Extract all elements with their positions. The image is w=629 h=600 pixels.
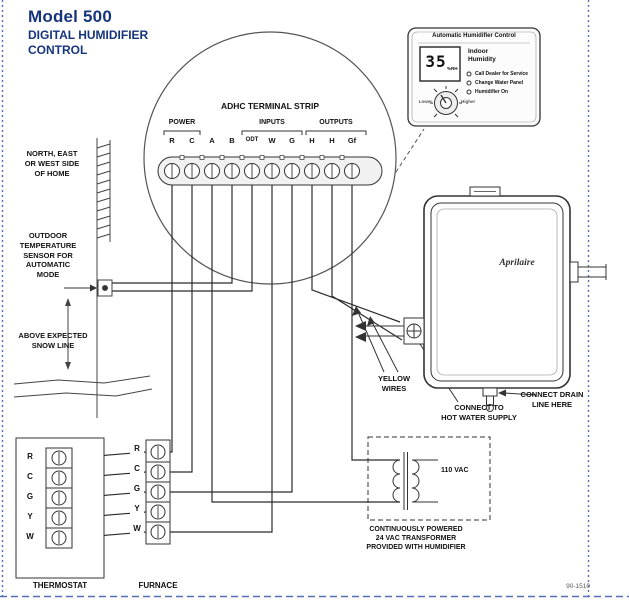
humidity-display-value: 35 bbox=[425, 52, 447, 71]
callout-110vac: 110 VAC bbox=[441, 467, 469, 474]
right-pipe-graphic bbox=[569, 261, 607, 283]
callout-hot-water: CONNECT TO HOT WATER SUPPLY bbox=[441, 403, 517, 422]
callout-transformer: CONTINUOUSLY POWERED 24 VAC TRANSFORMER … bbox=[366, 526, 466, 552]
wires bbox=[71, 185, 403, 539]
group-label-inputs: INPUTS bbox=[259, 119, 285, 126]
terminal-label-r: R bbox=[169, 136, 175, 145]
callout-drain: CONNECT DRAIN LINE HERE bbox=[520, 390, 584, 409]
group-label-outputs: OUTPUTS bbox=[319, 119, 353, 126]
indicator-label-humidifier-on: Humidifier On bbox=[475, 89, 509, 95]
drain-arrowhead-icon bbox=[498, 389, 506, 397]
control-knob bbox=[430, 86, 462, 118]
humidifier-brand-logo: Aprilaire bbox=[499, 258, 535, 268]
furnace-terminal-c: C bbox=[130, 464, 144, 475]
terminal-label-w: W bbox=[268, 136, 276, 145]
furnace-label: FURNACE bbox=[138, 581, 178, 590]
callout-yellow-wires: YELLOW WIRES bbox=[377, 374, 411, 393]
furnace-terminal-y: Y bbox=[130, 504, 144, 515]
terminal-label-g: G bbox=[289, 136, 295, 145]
page-title: Model 500 bbox=[28, 7, 112, 26]
magnifier-circle bbox=[143, 31, 425, 285]
thermostat-terminal-r: R bbox=[27, 452, 33, 461]
callout-outdoor-sensor: OUTDOOR TEMPERATURE SENSOR FOR AUTOMATIC… bbox=[19, 231, 77, 279]
drain-fitting-graphic bbox=[482, 387, 498, 412]
humidity-display-unit: %RH bbox=[447, 66, 458, 71]
thermostat-label: THERMOSTAT bbox=[32, 581, 88, 590]
knob-lower-label: Lower bbox=[418, 99, 432, 104]
indoor-humidity-label: Indoor Humidity bbox=[468, 48, 496, 64]
transformer-graphic bbox=[367, 436, 491, 521]
arrowhead-icon bbox=[367, 316, 375, 326]
humidity-display bbox=[419, 46, 461, 82]
thermostat-terminal-w: W bbox=[26, 532, 34, 541]
terminal-label-b: B bbox=[229, 136, 235, 145]
indicator-label-service: Call Dealer for Service bbox=[475, 71, 529, 77]
thermostat-terminal-c: C bbox=[27, 472, 33, 481]
terminal-label-c: C bbox=[189, 136, 195, 145]
control-panel-graphic bbox=[407, 27, 541, 127]
callout-snow-line: ABOVE EXPECTED SNOW LINE bbox=[18, 331, 88, 350]
house-wall-graphic bbox=[13, 138, 153, 418]
furnace-terminal-r: R bbox=[130, 444, 144, 455]
snow-line-graphic bbox=[13, 375, 151, 385]
water-valve-graphic bbox=[355, 317, 425, 345]
thermostat-terminal-g: G bbox=[26, 492, 34, 501]
callout-house-side: NORTH, EAST OR WEST SIDE OF HOME bbox=[24, 149, 80, 178]
furnace-graphic bbox=[145, 439, 171, 545]
yellow-wire-arrow bbox=[357, 311, 385, 373]
part-number: 90-1510 bbox=[566, 583, 590, 590]
sensor-arrowhead-icon bbox=[90, 284, 97, 292]
knob-higher-label: Higher bbox=[461, 99, 476, 104]
terminal-label-h2: H bbox=[329, 136, 335, 145]
yellow-wire-arrow bbox=[371, 321, 399, 373]
arrowhead-icon bbox=[352, 306, 361, 316]
thermostat-graphic bbox=[15, 437, 105, 579]
terminal-strip-graphic bbox=[157, 130, 383, 186]
furnace-terminal-g: G bbox=[130, 484, 144, 495]
terminal-label-a: A bbox=[209, 136, 215, 145]
thermostat-terminal-y: Y bbox=[27, 512, 33, 521]
terminal-strip-title: ADHC TERMINAL STRIP bbox=[220, 101, 320, 111]
furnace-terminal-w: W bbox=[130, 524, 144, 535]
drain-leader bbox=[503, 392, 537, 396]
terminal-label-gf: Gf bbox=[347, 136, 357, 145]
indicator-led-icon bbox=[466, 71, 472, 77]
page-subtitle: DIGITAL HUMIDIFIER CONTROL bbox=[28, 28, 149, 57]
terminal-label-odt: ODT bbox=[245, 137, 259, 143]
humidifier-graphic bbox=[355, 186, 607, 412]
callout-leaders bbox=[64, 284, 537, 403]
terminal-label-h1: H bbox=[309, 136, 315, 145]
indicator-led-icon bbox=[466, 89, 472, 95]
group-label-power: POWER bbox=[168, 119, 196, 126]
indicator-led-icon bbox=[466, 80, 472, 86]
indicator-label-water-panel: Change Water Panel bbox=[475, 80, 524, 86]
control-panel-title: Automatic Humidifier Control bbox=[432, 33, 516, 39]
